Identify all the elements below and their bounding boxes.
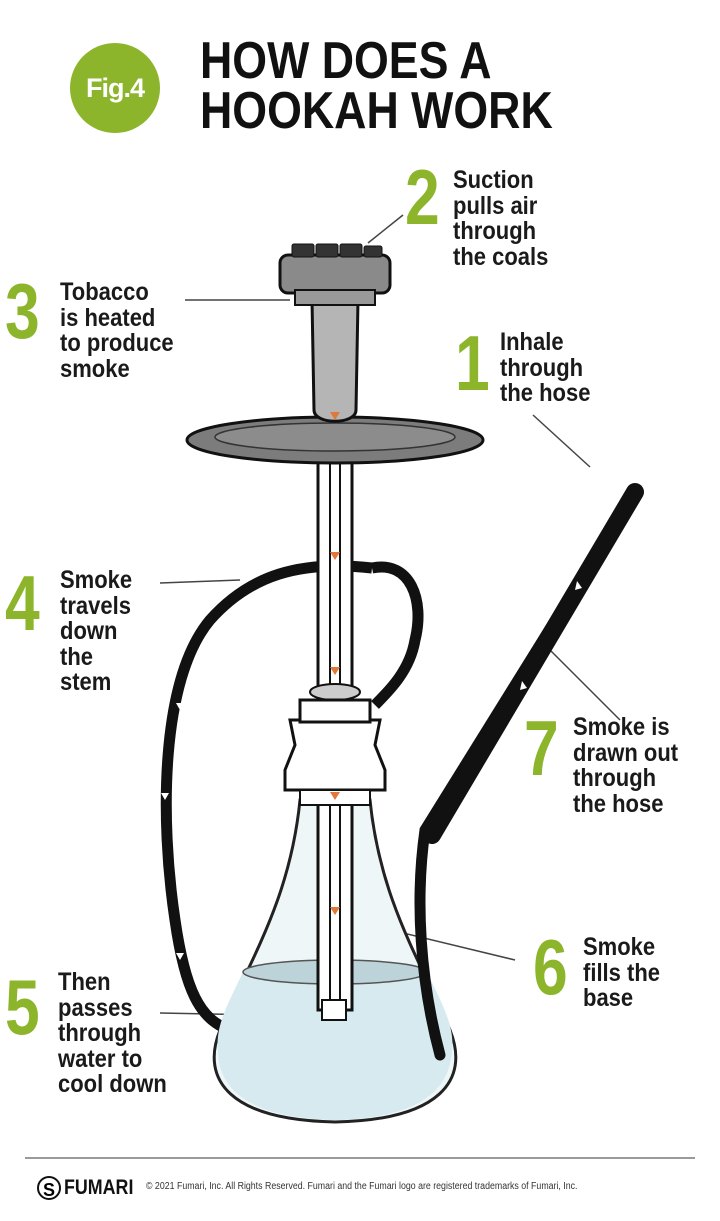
hose-arrows [161, 581, 582, 977]
bowl [310, 298, 360, 423]
step-line: passes [58, 993, 133, 1022]
page-title: HOW DOES A HOOKAH WORK [200, 32, 553, 140]
step-line: Smoke [60, 566, 133, 594]
water [217, 964, 453, 1120]
footer-divider [25, 1157, 695, 1159]
step-line: Tobacco [60, 278, 149, 306]
step-line: base [583, 984, 634, 1012]
step-line: Smoke [583, 933, 656, 961]
step-5-number: 5 [5, 963, 40, 1051]
step-line: Smoke is [573, 713, 670, 741]
step-2-number: 2 [405, 153, 440, 241]
step-line: the [60, 642, 93, 671]
smoke-arrows [330, 412, 340, 915]
step-7-number: 7 [524, 704, 559, 792]
step-4-number: 4 [5, 559, 40, 647]
step-line: through [573, 764, 657, 792]
step-line: Then [58, 968, 111, 996]
step-line: pulls air [453, 191, 538, 220]
step-line: water to [58, 1044, 143, 1073]
left-hose [370, 561, 424, 709]
step-line: Inhale [500, 328, 564, 356]
leader-lines [159, 214, 621, 1016]
step-line: the hose [500, 379, 591, 407]
step-line: is heated [60, 303, 156, 332]
step-line: smoke [60, 354, 130, 383]
step-line: the coals [453, 242, 549, 271]
step-line: through [453, 217, 537, 245]
step-6-number: 6 [533, 923, 568, 1011]
copyright-text: © 2021 Fumari, Inc. All Rights Reserved.… [146, 1181, 578, 1192]
title-line: HOOKAH WORK [200, 82, 553, 140]
step-line: through [58, 1019, 142, 1047]
step-line: travels [60, 591, 131, 620]
right-hose [414, 486, 641, 1061]
fumari-logo-icon: S [37, 1176, 61, 1200]
step-line: drawn out [573, 738, 679, 767]
title-line: HOW DOES A [200, 32, 492, 90]
coals [291, 243, 383, 258]
step-line: down [60, 617, 118, 645]
step-line: stem [60, 668, 112, 696]
logo-text: FUMARI [64, 1176, 134, 1199]
step-line: Suction [453, 166, 534, 194]
step-line: fills the [583, 958, 661, 987]
fumari-logo: S FUMARI [37, 1176, 146, 1200]
step-line: through [500, 353, 584, 382]
step-line: to produce [60, 329, 174, 357]
step-line: cool down [58, 1070, 167, 1098]
figure-badge: Fig.4 [70, 43, 160, 133]
step-line: the hose [573, 789, 664, 818]
step-1-number: 1 [455, 319, 490, 407]
step-3-number: 3 [5, 267, 40, 355]
